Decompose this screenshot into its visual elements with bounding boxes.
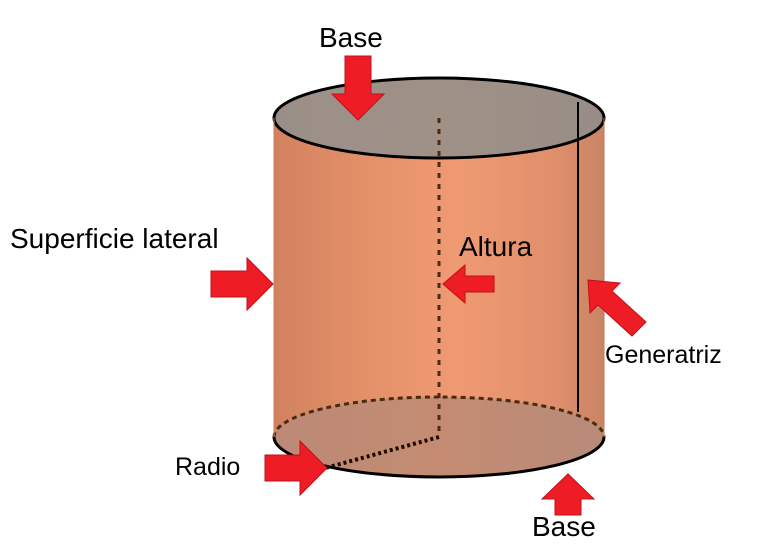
bottom-base-hidden-edge <box>272 395 606 438</box>
base-top-label: Base <box>319 22 383 53</box>
red-block-arrow-icon <box>540 473 596 516</box>
height-label: Altura <box>459 231 533 262</box>
red-block-arrow-icon <box>442 263 495 305</box>
generatrix-label: Generatriz <box>605 341 722 369</box>
base-bottom-label: Base <box>532 511 596 542</box>
red-block-arrow-icon <box>330 55 386 121</box>
radius-line <box>317 435 440 472</box>
radius-label: Radio <box>175 453 241 481</box>
red-block-arrow-icon <box>210 256 274 312</box>
red-block-arrow-icon <box>587 279 647 337</box>
lateral-surface-label: Superficie lateral <box>10 223 219 254</box>
red-block-arrow-icon <box>264 439 328 497</box>
